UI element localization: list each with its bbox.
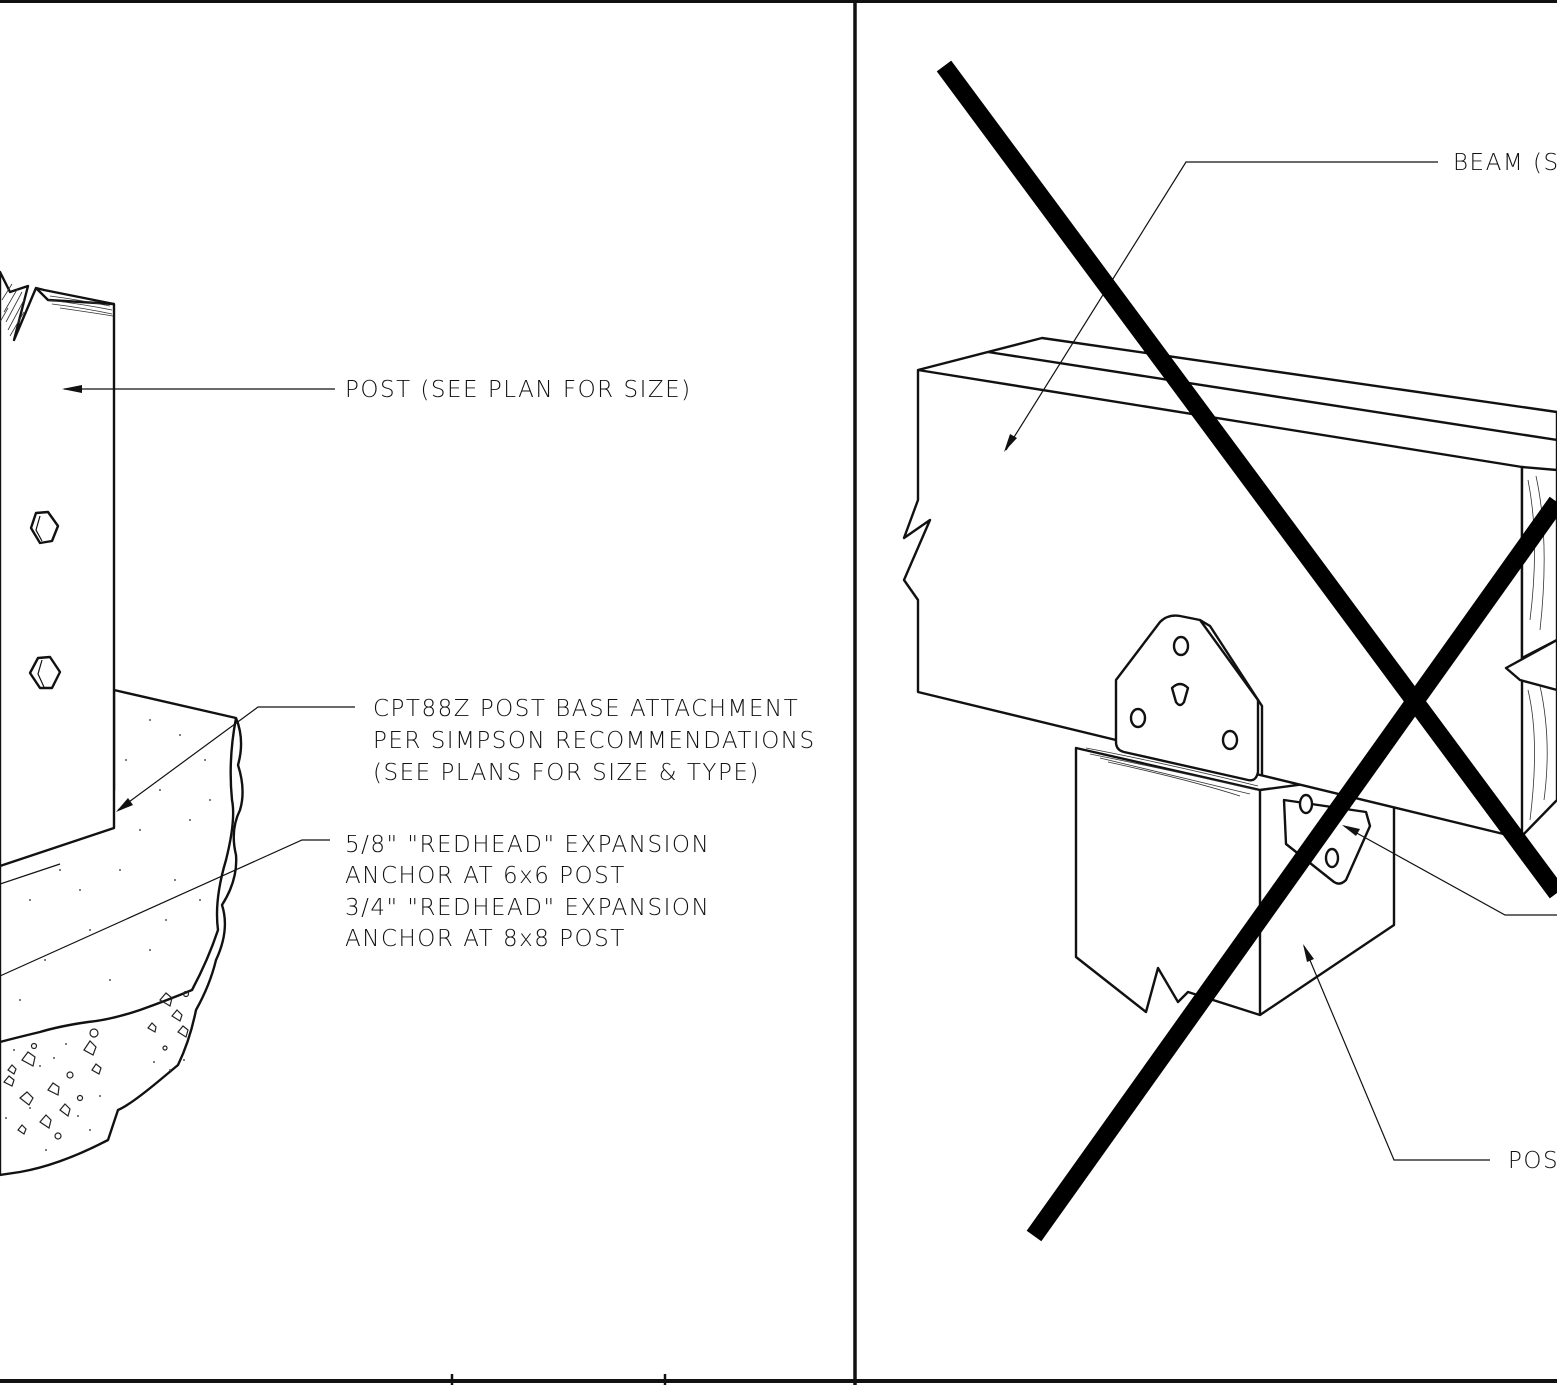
right-detail: BEAM (S POS (902, 60, 1557, 1242)
post-end-grain (0, 283, 114, 337)
post-label-right: POS (1508, 1148, 1557, 1174)
lower-post-end-grain (1085, 747, 1259, 797)
anchor-label-line2: ANCHOR AT 6x6 POST (345, 863, 626, 889)
aggregate-pattern (3, 990, 190, 1151)
left-leaders (0, 385, 355, 977)
post-label: POST (SEE PLAN FOR SIZE) (345, 377, 692, 403)
left-detail: POST (SEE PLAN FOR SIZE) CPT88Z POST BAS… (0, 270, 816, 1177)
anchor-label-line4: ANCHOR AT 8x8 POST (345, 926, 626, 952)
right-leaders (1004, 161, 1557, 1161)
beam-label: BEAM (S (1453, 150, 1557, 176)
post-base-label-line2: PER SIMPSON RECOMMENDATIONS (373, 728, 816, 754)
concrete-stipple (19, 719, 211, 1001)
bolt-head-lower (28, 655, 62, 690)
post-base-label-line1: CPT88Z POST BASE ATTACHMENT (373, 696, 799, 722)
bolt-head-upper (29, 510, 60, 545)
post-cap-plate (1114, 614, 1372, 885)
anchor-label-line3: 3/4" "REDHEAD" EXPANSION (345, 895, 710, 921)
anchor-label-line1: 5/8" "REDHEAD" EXPANSION (345, 832, 710, 858)
post-base-label-line3: (SEE PLANS FOR SIZE & TYPE) (373, 760, 760, 786)
rejected-cross-mark (936, 60, 1557, 1242)
post (0, 270, 116, 868)
